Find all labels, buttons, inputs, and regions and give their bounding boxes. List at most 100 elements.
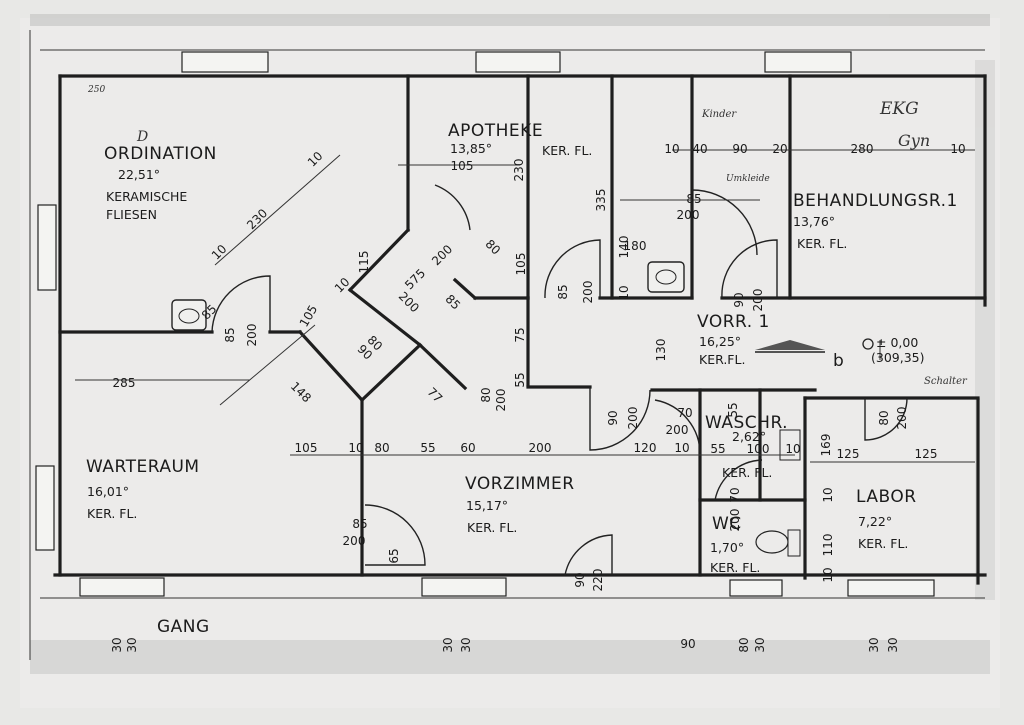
dimension-d169: 169 <box>819 434 833 457</box>
room-warteraum-floor: KER. FL. <box>87 506 137 521</box>
room-apotheke-name: APOTHEKE <box>448 121 543 141</box>
dimension-d30g: 30 <box>753 637 767 652</box>
room-labor-floor: KER. FL. <box>858 536 908 551</box>
dimension-d125a: 125 <box>837 447 860 461</box>
dimension-d230b: 230 <box>512 159 526 182</box>
dimension-d125b: 125 <box>915 447 938 461</box>
dimension-d80e: 80 <box>479 387 493 402</box>
dimension-d70b: 70 <box>728 487 742 502</box>
note-gyn: Gyn <box>898 131 930 150</box>
dimension-d120: 120 <box>634 441 657 455</box>
room-wc-floor: KER. FL. <box>710 560 760 575</box>
dimension-d10e: 10 <box>674 441 689 455</box>
room-vorzimmer-floor: KER. FL. <box>467 520 517 535</box>
dimension-d200i: 200 <box>751 289 765 312</box>
room-labor-name: LABOR <box>856 487 917 507</box>
room-ordination-area: 22,51° <box>118 167 160 182</box>
dimension-d10k: 10 <box>821 567 835 582</box>
note-schalter: Schalter <box>924 376 968 387</box>
dimension-d200m: 200 <box>343 534 366 548</box>
dimension-d55d: 55 <box>710 442 725 456</box>
dimension-d90b: 90 <box>606 410 620 425</box>
dimension-d85d: 85 <box>556 284 570 299</box>
room-gang-name: GANG <box>157 617 210 637</box>
room-behandlung-name: BEHANDLUNGSR.1 <box>793 191 958 211</box>
dimension-d200l: 200 <box>728 509 742 532</box>
dimension-d200e: 200 <box>581 281 595 304</box>
dimension-d75: 75 <box>513 327 527 342</box>
dimension-d200a: 200 <box>245 324 259 347</box>
dimension-d105d: 105 <box>451 159 474 173</box>
room-labor-area: 7,22° <box>858 514 892 529</box>
dimension-d30a: 30 <box>110 637 124 652</box>
dimension-d90f: 90 <box>680 637 695 651</box>
dimension-d110: 110 <box>821 534 835 557</box>
outer-walls <box>29 30 987 660</box>
dimension-d30d: 30 <box>459 637 473 652</box>
dimension-d60: 60 <box>460 441 475 455</box>
room-wc-name: WC <box>712 514 742 534</box>
room-ordination-name: ORDINATION <box>104 144 217 164</box>
doors <box>211 184 908 576</box>
dimension-d285: 285 <box>113 376 136 390</box>
dimension-d90e: 90 <box>573 572 587 587</box>
interior-walls <box>58 74 987 580</box>
fixtures <box>75 149 975 557</box>
room-waschr-area: 2,62° <box>732 429 766 444</box>
dimension-d90d: 90 <box>732 292 746 307</box>
room-vorr-area: 16,25° <box>699 334 741 349</box>
dimension-d55c: 55 <box>726 402 740 417</box>
dimension-d200f: 200 <box>494 389 508 412</box>
dimension-d105b: 105 <box>514 253 528 276</box>
level-value: ± 0,00 <box>876 335 918 350</box>
dimension-d10g: 10 <box>664 142 679 156</box>
room-warteraum-area: 16,01° <box>87 484 129 499</box>
note-arrow: 250 <box>87 85 105 95</box>
dimension-d115: 115 <box>357 251 371 274</box>
dimension-d30e: 30 <box>867 637 881 652</box>
dimension-d80d: 80 <box>374 441 389 455</box>
room-vorzimmer-name: VORZIMMER <box>465 474 575 494</box>
dimension-d220: 220 <box>591 569 605 592</box>
dimension-d70: 70 <box>677 406 692 420</box>
windows <box>35 51 935 597</box>
dimension-d280: 280 <box>851 142 874 156</box>
room-wc-area: 1,70° <box>710 540 744 555</box>
dimension-d55a: 55 <box>420 441 435 455</box>
sheet <box>20 18 1000 708</box>
dimension-d10d: 10 <box>348 441 363 455</box>
room-ordination-floor-1: KERAMISCHE <box>106 189 187 204</box>
dimension-d85a: 85 <box>223 327 237 342</box>
dimension-d40: 40 <box>692 142 707 156</box>
dimension-d85e: 85 <box>686 192 701 206</box>
dimension-d85f: 85 <box>352 517 367 531</box>
room-apotheke-area: 13,85° <box>450 141 492 156</box>
dimension-d200k: 200 <box>895 407 909 430</box>
room-warteraum-name: WARTERAUM <box>86 457 200 477</box>
dimension-d105c: 105 <box>295 441 318 455</box>
dimension-d10j: 10 <box>821 487 835 502</box>
level-marker-letter: b <box>833 351 844 371</box>
level-marker: b ± 0,00 (309,35) <box>833 335 925 371</box>
dimension-d90c: 90 <box>732 142 747 156</box>
room-behandlung-area: 13,76° <box>793 214 835 229</box>
dimension-d65: 65 <box>387 548 401 563</box>
dimension-d30f: 30 <box>886 637 900 652</box>
room-waschr-name: WASCHR. <box>705 413 788 433</box>
dimension-d200g: 200 <box>626 407 640 430</box>
room-vorzimmer-area: 15,17° <box>466 498 508 513</box>
room-waschr-floor: KER. FL. <box>722 465 772 480</box>
dimension-d10f: 10 <box>617 285 631 300</box>
level-absolute: (309,35) <box>871 350 925 365</box>
dimension-d335: 335 <box>594 189 608 212</box>
room-behandlung-floor: KER. FL. <box>797 236 847 251</box>
room-vorr-floor: KER.FL. <box>699 352 745 367</box>
dimension-d180: 180 <box>624 239 647 253</box>
room-labels: ORDINATION 22,51° KERAMISCHE FLIESEN APO… <box>86 121 958 637</box>
dimension-d100: 100 <box>747 442 770 456</box>
dimension-d80f: 80 <box>877 410 891 425</box>
note-ekg: EKG <box>879 99 919 119</box>
room-vorr-name: VORR. 1 <box>697 312 770 332</box>
